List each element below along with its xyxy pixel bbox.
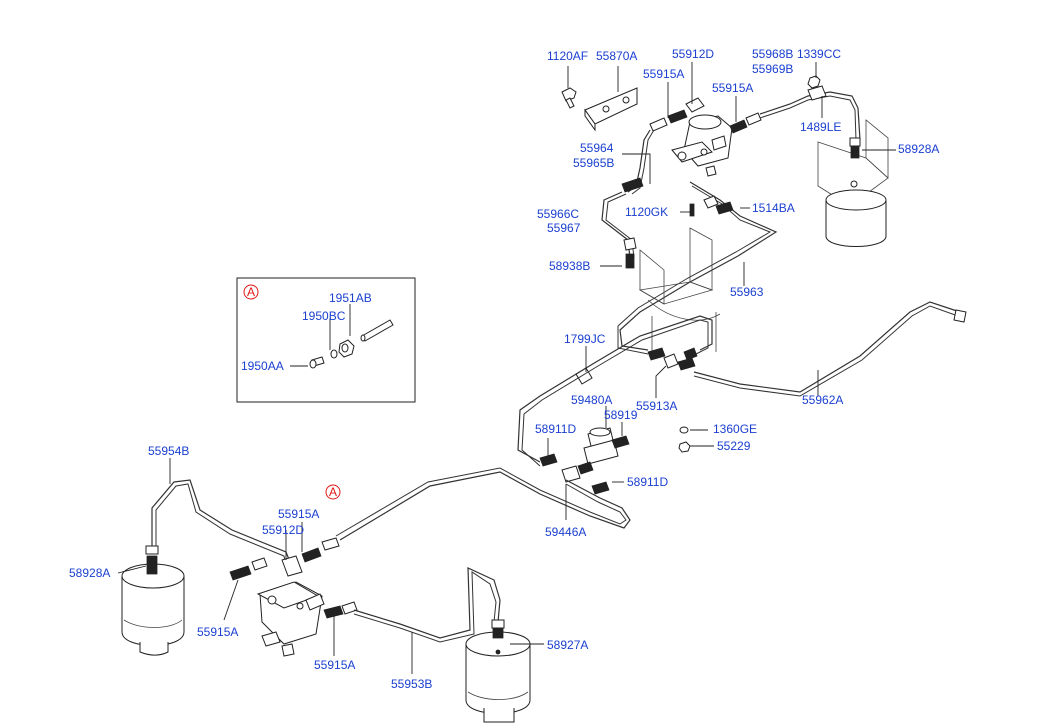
- leader-lines: [117, 62, 896, 674]
- label-55967: 55967: [547, 221, 581, 235]
- label-1950AA: 1950AA: [241, 359, 284, 373]
- label-1514BA: 1514BA: [752, 201, 795, 215]
- bolt-part: [309, 356, 325, 369]
- fitting-55915A-top-right: [729, 112, 762, 134]
- callout-a-letter: A: [247, 285, 255, 299]
- label-55913A: 55913A: [636, 399, 677, 413]
- label-1799JC: 1799JC: [564, 332, 606, 346]
- fitting-1514BA: [703, 195, 734, 215]
- label-55962A: 55962A: [802, 393, 843, 407]
- clip-1489LE: [807, 85, 827, 101]
- label-55964: 55964: [580, 141, 614, 155]
- tube-part: [360, 319, 394, 342]
- label-55915A-bottom: 55915A: [314, 658, 355, 672]
- tee-55913A: [647, 347, 698, 371]
- label-55963: 55963: [730, 285, 764, 299]
- label-58928A-top: 58928A: [898, 142, 939, 156]
- mounting-bracket-frame: [638, 227, 721, 360]
- label-55954B: 55954B: [148, 444, 189, 458]
- nut-55229: [678, 441, 691, 453]
- callout-a-circle: [243, 284, 259, 300]
- callout-a-letter-main: A: [329, 485, 337, 499]
- clamp-1799JC: [575, 367, 593, 385]
- fitting-58928A-lower: [145, 545, 159, 575]
- bracket-55870A: [584, 87, 638, 132]
- label-55915A-mid: 55915A: [278, 507, 319, 521]
- valve-59480A: [583, 427, 630, 465]
- tee-59446A: [539, 453, 594, 483]
- label-58928A-lower: 58928A: [69, 566, 110, 580]
- fitting-55962A-end: [953, 309, 967, 323]
- screw-1120GK: [689, 203, 695, 217]
- label-1950BC: 1950BC: [302, 309, 346, 323]
- label-59480A: 59480A: [571, 393, 612, 407]
- washer-1360GE: [679, 426, 689, 434]
- fitting-sleeve-part: [330, 349, 338, 359]
- relay-valve-lower: [256, 555, 325, 657]
- label-1120AF: 1120AF: [547, 49, 588, 63]
- fitting-58928A-top: [849, 137, 861, 159]
- label-59446A: 59446A: [545, 525, 586, 539]
- fitting-55915A-mid: [301, 537, 340, 563]
- label-1360GE: 1360GE: [713, 422, 757, 436]
- middle-assembly: A: [325, 301, 967, 541]
- label-58927A: 58927A: [547, 638, 588, 652]
- fitting-58911D-lower: [591, 481, 610, 495]
- label-55912D-top: 55912D: [672, 47, 714, 61]
- relay-valve-top: [671, 97, 733, 177]
- nut-1339CC: [807, 75, 821, 89]
- lower-assembly: [121, 479, 531, 723]
- top-valve-assembly: [561, 75, 889, 360]
- label-58938B: 58938B: [549, 259, 590, 273]
- air-tank-58928A-top: [817, 119, 889, 247]
- label-55229: 55229: [717, 439, 751, 453]
- fitting-55965B: [621, 177, 644, 193]
- label-1489LE: 1489LE: [800, 120, 841, 134]
- label-58911D-lower: 58911D: [627, 475, 668, 489]
- label-55953B: 55953B: [391, 677, 432, 691]
- label-58919: 58919: [604, 408, 638, 422]
- label-1951AB: 1951AB: [329, 291, 372, 305]
- callout-a-circle-main: [325, 484, 341, 500]
- label-58911D-upper: 58911D: [535, 422, 576, 436]
- label-55968B: 55968B: [752, 47, 793, 61]
- detail-inset-box: A 1951AB 1950BC 1950AA: [236, 277, 416, 403]
- label-55965B: 55965B: [573, 156, 614, 170]
- fitting-58938B: [623, 237, 637, 269]
- label-55870A: 55870A: [596, 49, 637, 63]
- label-55969B: 55969B: [752, 62, 793, 76]
- bolt-1120AF: [561, 87, 577, 109]
- air-tank-58928A-lower: [121, 563, 185, 656]
- label-1120GK: 1120GK: [625, 205, 668, 219]
- label-55915A-top-left: 55915A: [643, 67, 684, 81]
- label-55912D-lower: 55912D: [262, 523, 304, 537]
- fitting-55915A-bottom: [323, 601, 358, 619]
- fitting-nut-part: [338, 339, 355, 358]
- label-55966C: 55966C: [537, 207, 579, 221]
- label-55915A-lower-left: 55915A: [197, 625, 238, 639]
- label-55915A-top-right: 55915A: [712, 81, 753, 95]
- part-labels: 1120AF 55870A 55912D 55968B 1339CC 55969…: [69, 47, 939, 691]
- fitting-55915A-lower-left: [229, 557, 268, 581]
- air-tank-58927A: [465, 631, 531, 723]
- fitting-58927A: [491, 619, 505, 639]
- label-1339CC: 1339CC: [797, 47, 841, 61]
- fitting-55915A-top-left: [649, 109, 688, 132]
